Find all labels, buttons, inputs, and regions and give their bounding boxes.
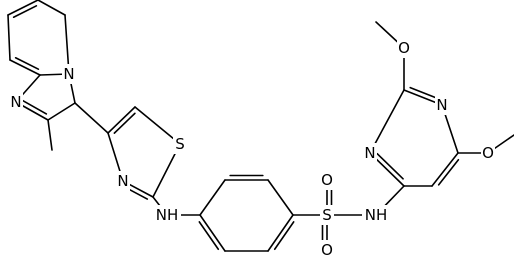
bond-t2-s-th [134, 106, 181, 145]
atom-o-methoxy-right: O [481, 143, 495, 163]
svg-text:NH: NH [365, 206, 388, 224]
bond-b4-b5-second-line [273, 221, 295, 251]
atom-s-thiazole: S [173, 134, 187, 154]
atom-n-imidazopyridine-bridge: N [62, 64, 76, 84]
svg-text:S: S [322, 206, 332, 224]
bond-n-pm1-c2 [369, 89, 405, 154]
bond-b6-b1-second-line [198, 221, 220, 251]
atom-layer: N N S N NH S O O [9, 38, 495, 260]
bond-layer [7, 0, 514, 252]
atom-nh-amine: NH [153, 205, 181, 225]
bond-c2-n-pm2-second-line [409, 86, 440, 100]
bond-p5-p6 [7, 14, 11, 61]
bond-b1-b2 [199, 179, 226, 216]
atom-n-thiazole: N [116, 171, 130, 191]
bond-b4-b5 [267, 214, 294, 252]
bond-c6-c5 [431, 152, 459, 187]
bond-t1-t2 [107, 106, 136, 134]
bond-c6-c5-second-line [437, 158, 460, 186]
svg-text:N: N [364, 144, 375, 162]
bond-b3-b4 [267, 179, 294, 216]
bond-p1-p2 [37, 0, 66, 16]
atom-nh-sulfonamide: NH [362, 205, 390, 225]
atom-o-methoxy-top: O [397, 38, 411, 58]
atom-s-sulfonyl: S [320, 205, 334, 225]
svg-text:N: N [10, 93, 21, 111]
atom-n-pyrimidine-right: N [435, 95, 449, 115]
svg-text:N: N [63, 65, 74, 83]
svg-text:N: N [436, 96, 447, 114]
bond-t1-t2-second-line [113, 112, 136, 134]
bond-p4-p5 [9, 59, 41, 76]
atom-o-sulfonyl-top: O [320, 170, 334, 190]
atom-o-sulfonyl-bottom: O [320, 240, 334, 260]
bond-i1-me [47, 119, 53, 151]
atom-n-pyrimidine-left: N [363, 143, 377, 163]
svg-text:O: O [482, 144, 494, 162]
svg-text:O: O [321, 171, 333, 189]
bond-n-ip2-i1-second-line [21, 99, 48, 115]
bond-b6-b1 [199, 214, 226, 252]
svg-text:S: S [175, 135, 185, 153]
bond-i1-i2 [47, 102, 76, 121]
bond-p4-p5-second-line [14, 56, 40, 70]
bond-p6-p1-second-line [12, 5, 38, 19]
svg-text:O: O [398, 39, 410, 57]
atom-n-imidazole: N [9, 92, 23, 112]
bond-p6-p1 [7, 0, 39, 16]
svg-text:N: N [117, 172, 128, 190]
bond-i2-t1 [74, 102, 109, 134]
svg-text:NH: NH [156, 206, 179, 224]
bond-c4-n-pm1-second-line [376, 152, 404, 180]
svg-text:O: O [321, 241, 333, 259]
